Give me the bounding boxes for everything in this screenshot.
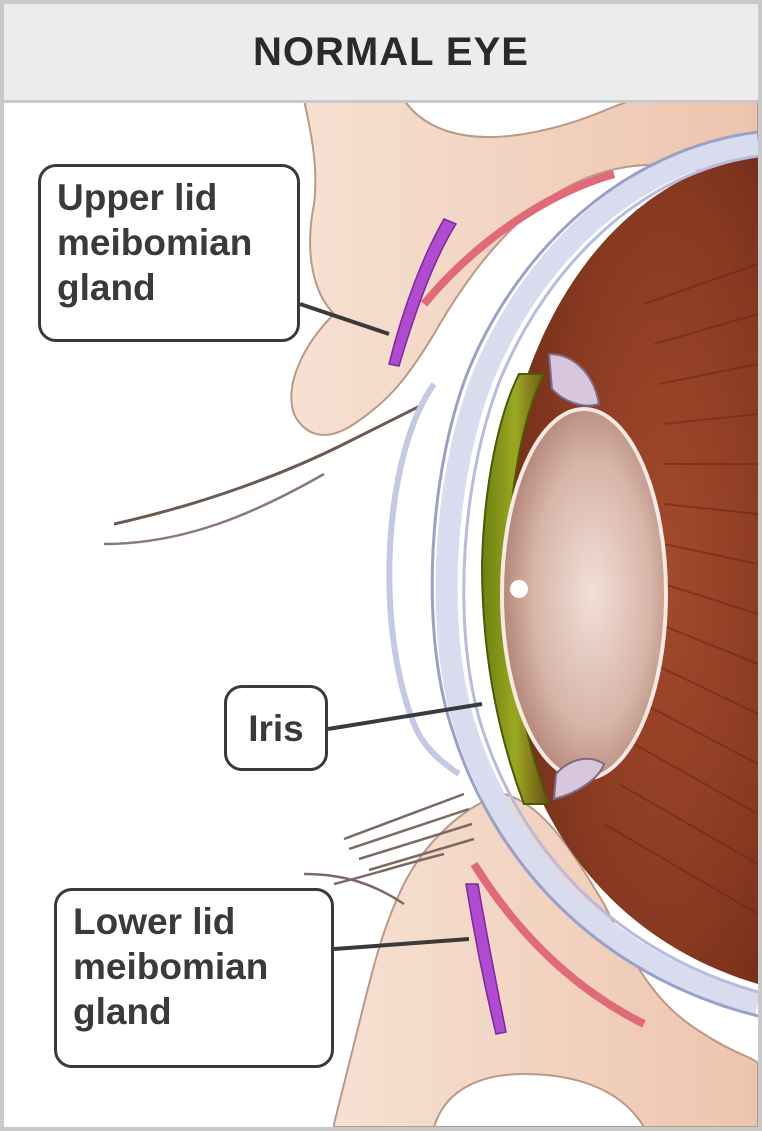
callout-line: Upper lid	[57, 175, 281, 220]
eye-lens	[502, 409, 666, 779]
callout-line: Lower lid	[73, 899, 315, 944]
iris-label: Iris	[224, 685, 328, 771]
callout-line: meibomian	[57, 220, 281, 265]
upper-lid-margin	[114, 404, 424, 524]
callout-line: Iris	[248, 706, 304, 751]
callout-line: gland	[57, 265, 281, 310]
lower-lid-meibomian-gland-label: Lower lid meibomian gland	[54, 888, 334, 1068]
callout-line: meibomian	[73, 944, 315, 989]
upper-eyelash	[104, 474, 324, 544]
callout-line: gland	[73, 989, 315, 1034]
upper-lid-meibomian-gland-label: Upper lid meibomian gland	[38, 164, 300, 342]
diagram-title: NORMAL EYE	[253, 30, 529, 75]
title-bar: NORMAL EYE	[4, 4, 758, 103]
pupil-highlight	[510, 580, 528, 598]
